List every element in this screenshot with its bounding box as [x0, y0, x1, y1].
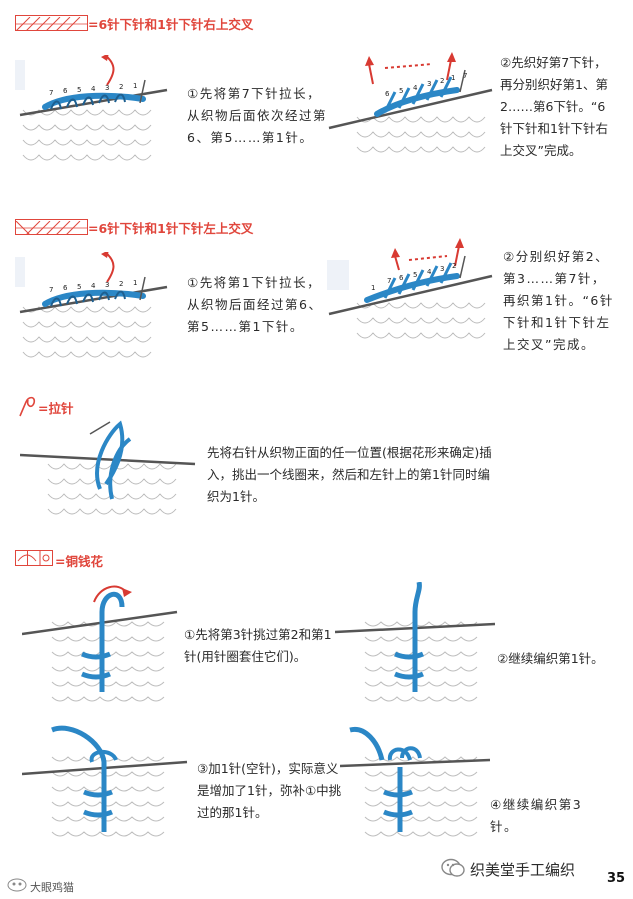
section-right-cross: =6针下针和1针下针右上交叉 7 6 5 4 3 2 1 ①先将第7下针拉长，从… [0, 0, 633, 205]
svg-text:5: 5 [77, 86, 81, 94]
svg-text:4: 4 [91, 85, 96, 93]
svg-text:5: 5 [77, 283, 81, 291]
right-cross-step1-illustration: 7 6 5 4 3 2 1 [15, 55, 168, 161]
svg-text:3: 3 [440, 265, 444, 273]
coin-stitch-symbol-icon [15, 550, 53, 566]
left-cross-step2-text: ②分别织好第2、第3……第7针，再织第1针。“6针下针和1针下针左上交叉”完成。 [503, 249, 614, 352]
corner-logo-icon [7, 878, 27, 892]
svg-text:7: 7 [463, 72, 467, 80]
svg-text:5: 5 [413, 271, 417, 279]
svg-text:5: 5 [399, 87, 403, 95]
right-cross-symbol-icon [15, 15, 88, 32]
svg-text:6: 6 [63, 87, 68, 95]
footer: 大眼鸡猫 织美堂手工编织 35 [0, 855, 633, 899]
svg-text:7: 7 [387, 277, 391, 285]
pull-stitch-symbol-icon [19, 396, 36, 417]
coin-stitch-step2-illustration [335, 582, 495, 702]
brand-name: 织美堂手工编织 [470, 861, 576, 879]
svg-text:2: 2 [119, 83, 123, 91]
coin-stitch-step3-text: ③加1针(空针)，实际意义是增加了1针，弥补①中挑过的那1针。 [197, 761, 342, 820]
svg-text:3: 3 [427, 80, 431, 88]
page-number: 35 [607, 871, 626, 886]
svg-text:4: 4 [427, 268, 432, 276]
pull-stitch-heading: =拉针 [38, 401, 74, 416]
right-cross-step2-text: ②先织好第7下针，再分别织好第1、第2……第6下针。“6针下针和1针下针右上交叉… [500, 55, 608, 158]
left-cross-heading: =6针下针和1针下针左上交叉 [88, 221, 254, 236]
coin-stitch-heading: =铜钱花 [55, 554, 103, 569]
wechat-icon [441, 858, 465, 877]
corner-logo-text: 大眼鸡猫 [30, 881, 74, 894]
svg-text:1: 1 [451, 74, 455, 82]
svg-text:6: 6 [385, 90, 390, 98]
svg-text:1: 1 [133, 279, 137, 287]
svg-text:3: 3 [105, 84, 109, 92]
coin-stitch-step4-illustration [340, 726, 491, 837]
right-cross-heading: =6针下针和1针下针右上交叉 [88, 17, 254, 32]
coin-stitch-step3-illustration [22, 725, 188, 837]
right-cross-step1-text: ①先将第7下针拉长，从织物后面依次经过第6、第5……第1针。 [187, 86, 328, 145]
svg-text:2: 2 [119, 280, 123, 288]
svg-text:1: 1 [371, 284, 375, 292]
svg-text:4: 4 [413, 84, 418, 92]
left-cross-step1-text: ①先将第1下针拉长，从织物后面经过第6、第5……第1下针。 [187, 275, 323, 334]
svg-text:2: 2 [452, 262, 456, 270]
svg-text:4: 4 [91, 282, 96, 290]
svg-text:2: 2 [440, 77, 444, 85]
svg-text:1: 1 [133, 82, 137, 90]
svg-text:7: 7 [49, 89, 53, 97]
svg-text:7: 7 [49, 286, 53, 294]
section-left-cross: =6针下针和1针下针左上交叉 7 6 5 4 3 2 1 ①先将第1下针拉长，从… [0, 210, 633, 390]
pull-stitch-text: 先将右针从织物正面的任一位置(根据花形来确定)插入，挑出一个线圈来，然后和左针上… [207, 445, 492, 504]
coin-stitch-step2-text: ②继续编织第1针。 [497, 651, 604, 666]
right-cross-step2-illustration: 6 5 4 3 2 1 7 [328, 52, 493, 153]
left-cross-symbol-icon [15, 219, 88, 236]
left-cross-step2-illustration: 1 7 6 5 4 3 2 [327, 238, 493, 339]
left-cross-step1-illustration: 7 6 5 4 3 2 1 [15, 252, 168, 358]
section-pull-stitch: =拉针 先将右针从织物正面的任一位置(根据花形来确定)插入，挑出一个线圈来，然后… [0, 390, 633, 540]
coin-stitch-step4-text: ④继续编织第3针。 [490, 797, 583, 834]
coin-stitch-step1-illustration [22, 585, 178, 702]
coin-stitch-step1-text: ①先将第3针挑过第2和第1针(用针圈套住它们)。 [184, 627, 332, 664]
section-coin-stitch: =铜钱花 ①先将第3针挑过第2和第1针(用针圈套住它们)。 [0, 540, 633, 860]
svg-text:3: 3 [105, 281, 109, 289]
svg-text:6: 6 [399, 274, 404, 282]
svg-text:6: 6 [63, 284, 68, 292]
pull-stitch-illustration [20, 420, 196, 515]
